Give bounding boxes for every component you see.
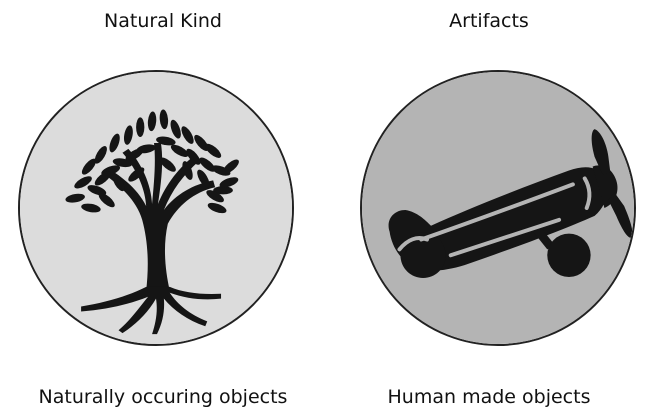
- tree-leaf: [74, 176, 92, 189]
- tree-leaf: [199, 157, 216, 172]
- tree-leaf: [109, 133, 120, 153]
- tree-leaf: [159, 157, 176, 172]
- tree-leaf: [65, 193, 85, 203]
- tree-leaf: [213, 186, 233, 195]
- tree-leaf: [147, 111, 157, 132]
- tree-leaf: [136, 117, 145, 138]
- tree-leaf: [186, 148, 201, 165]
- panel-title-natural-kind: Natural Kind: [104, 10, 222, 32]
- panel-title-artifacts: Artifacts: [449, 10, 529, 32]
- panel-caption-artifacts: Human made objects: [387, 386, 591, 408]
- tree-leaf: [94, 146, 107, 164]
- tree-leaf: [112, 173, 125, 192]
- tree-leaf: [156, 136, 176, 146]
- tree-leaf: [123, 125, 133, 145]
- tree-leaf: [182, 161, 193, 180]
- tree-leaf: [87, 185, 107, 196]
- circle-natural-kind: [18, 70, 294, 346]
- tree-leaf: [207, 202, 227, 214]
- tree-leaf: [194, 134, 209, 151]
- tree-leaf: [94, 171, 111, 186]
- panel-natural-kind: Natural Kind Naturally occuring objects: [18, 10, 294, 408]
- tree-icon: [20, 72, 292, 344]
- tree-leaf: [136, 144, 156, 154]
- airplane-icon: [362, 72, 634, 344]
- tree-leaf: [206, 190, 224, 203]
- tree-leaf: [181, 126, 194, 144]
- panel-caption-natural-kind: Naturally occuring objects: [38, 386, 288, 408]
- tree-leaf: [170, 144, 189, 157]
- tree-leaf: [81, 203, 101, 213]
- tree-leaf: [128, 167, 145, 182]
- circle-artifacts: [360, 70, 636, 346]
- tree-leaf: [222, 159, 239, 174]
- tree-leaf: [81, 158, 97, 175]
- tree-leaf: [170, 119, 181, 139]
- tree-leaf: [205, 143, 222, 158]
- tree-leaf: [159, 109, 169, 130]
- panel-artifacts: Artifacts: [326, 0, 652, 416]
- tree-leaf: [219, 177, 239, 188]
- tree-leaf: [98, 193, 115, 208]
- tree-leaf: [197, 169, 210, 188]
